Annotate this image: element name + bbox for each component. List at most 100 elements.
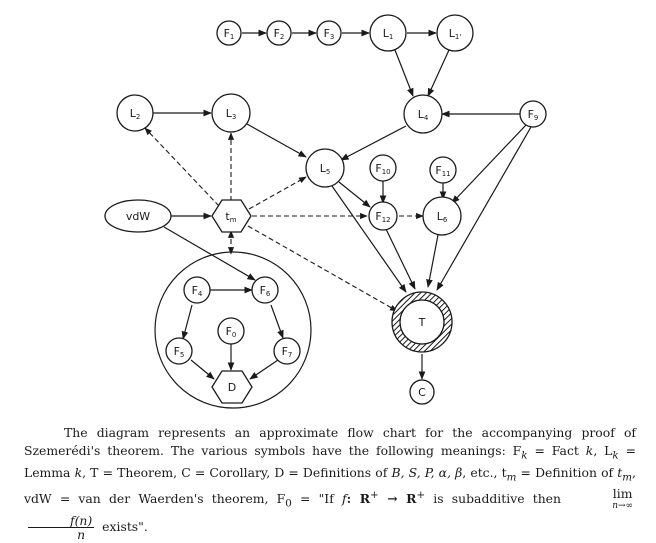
node-l1-prime-sub: 1'	[455, 33, 461, 41]
edge-f12-t	[385, 228, 416, 290]
node-l5: L5	[305, 148, 345, 188]
svg-text:L1': L1'	[449, 27, 462, 41]
node-f3: F3	[316, 20, 342, 46]
node-t: T	[391, 291, 453, 353]
svg-text:T: T	[418, 316, 426, 329]
node-l1: L1	[369, 14, 407, 52]
edge-tm-l2	[144, 127, 220, 207]
node-f1-sub: 1	[230, 33, 234, 41]
caption-text-2: = Fact	[527, 442, 586, 458]
node-vdw: vdW	[104, 199, 172, 233]
svg-text:L6: L6	[437, 210, 448, 224]
edge-f4-f5	[181, 304, 193, 340]
svg-text:F5: F5	[174, 345, 185, 359]
node-f10-main: F	[375, 162, 381, 175]
caption-text-12: is subadditive then	[425, 491, 570, 507]
nodes: F1 F2 F3 L1 L1' L2 L3 L4	[104, 14, 547, 405]
caption-sub-m2: m	[622, 471, 633, 484]
svg-text:D: D	[228, 381, 236, 394]
edge-f9-t	[436, 126, 532, 291]
caption-text-13: exists".	[98, 518, 148, 534]
node-f4-main: F	[192, 284, 198, 297]
node-l6-sub: 6	[443, 216, 448, 224]
node-l1-prime: L1'	[436, 14, 474, 52]
caption-sub-zero: 0	[285, 498, 292, 511]
node-f3-sub: 3	[330, 33, 334, 41]
caption-f: f	[341, 491, 347, 507]
node-tm-sub: m	[230, 216, 237, 224]
node-l4: L4	[403, 94, 443, 134]
node-f9-sub: 9	[534, 114, 538, 122]
node-l1-prime-main: L	[449, 27, 456, 40]
svg-text:L4: L4	[418, 108, 429, 122]
node-f11-main: F	[435, 164, 441, 177]
node-l3-sub: 3	[232, 113, 236, 121]
node-f3-main: F	[324, 27, 330, 40]
caption-k4: k	[74, 465, 83, 481]
caption-text-7: = Definition of	[516, 465, 618, 481]
node-f6-sub: 6	[266, 290, 271, 298]
node-f10-sub: 10	[382, 168, 391, 176]
node-f4-sub: 4	[198, 290, 203, 298]
caption-text-6: , etc., t	[462, 465, 507, 481]
node-l4-sub: 4	[424, 114, 429, 122]
edge-l5-f12	[338, 181, 371, 208]
caption-tm: t	[617, 465, 623, 481]
node-f11-sub: 11	[442, 170, 451, 178]
edge-f6-f7	[270, 304, 284, 339]
figure-caption: The diagram represents an approximate fl…	[24, 424, 636, 541]
svg-text:L2: L2	[130, 107, 141, 121]
caption-text-10: : R	[346, 491, 370, 507]
svg-text:F3: F3	[324, 27, 335, 41]
node-f9: F9	[519, 100, 547, 128]
node-f2-sub: 2	[280, 33, 284, 41]
node-f1-main: F	[224, 27, 230, 40]
node-f9-main: F	[528, 108, 534, 121]
limit-subscript: n→∞	[612, 501, 634, 512]
edge-l1-l4	[394, 49, 414, 97]
caption-symbols: B, S, P, α, β	[391, 465, 463, 481]
node-l2: L2	[116, 94, 154, 132]
node-l1-sub: 1	[389, 33, 393, 41]
limit-word: lim	[612, 486, 633, 502]
node-f12-main: F	[375, 210, 381, 223]
node-f2-main: F	[274, 27, 280, 40]
caption-text-5: , T = Theorem, C = Corollary, D = Defini…	[82, 465, 392, 481]
svg-text:L1: L1	[383, 27, 394, 41]
node-vdw-main: vdW	[126, 210, 150, 223]
node-f0: F0	[217, 317, 245, 345]
node-l1-main: L	[383, 27, 390, 40]
edge-f5-d	[190, 359, 215, 380]
svg-text:C: C	[418, 386, 426, 399]
svg-text:F9: F9	[528, 108, 539, 122]
edge-tm-t	[247, 225, 398, 312]
node-f7-main: F	[282, 345, 288, 358]
edge-l3-l5	[246, 123, 307, 158]
edge-vdw-f6	[163, 226, 256, 281]
edge-l1p-l4	[427, 49, 450, 97]
node-t-main: T	[418, 316, 426, 329]
caption-sup-1: +	[370, 489, 379, 502]
edge-l6-t	[426, 234, 439, 288]
node-l3: L3	[211, 93, 251, 133]
node-f7: F7	[273, 337, 301, 365]
svg-text:F12: F12	[375, 210, 390, 224]
caption-sub-k1: k	[521, 448, 528, 461]
caption-k2: k	[585, 442, 594, 458]
caption-sup-2: +	[416, 489, 426, 502]
node-l6: L6	[422, 196, 462, 236]
node-f1: F1	[216, 20, 242, 46]
node-f6-main: F	[260, 284, 266, 297]
caption-sub-k3: k	[612, 448, 619, 461]
node-f2: F2	[266, 20, 292, 46]
caption-text-11: → R	[378, 491, 417, 507]
node-tm: tm	[211, 199, 252, 233]
node-f12: F12	[368, 201, 398, 231]
edge-tm-l5	[248, 176, 307, 210]
fraction: f(n)n	[28, 514, 95, 541]
svg-text:F7: F7	[282, 345, 293, 359]
node-f10: F10	[369, 154, 397, 182]
caption-sub-m1: m	[506, 471, 517, 484]
node-f5-main: F	[174, 345, 180, 358]
svg-text:tm: tm	[225, 210, 236, 224]
